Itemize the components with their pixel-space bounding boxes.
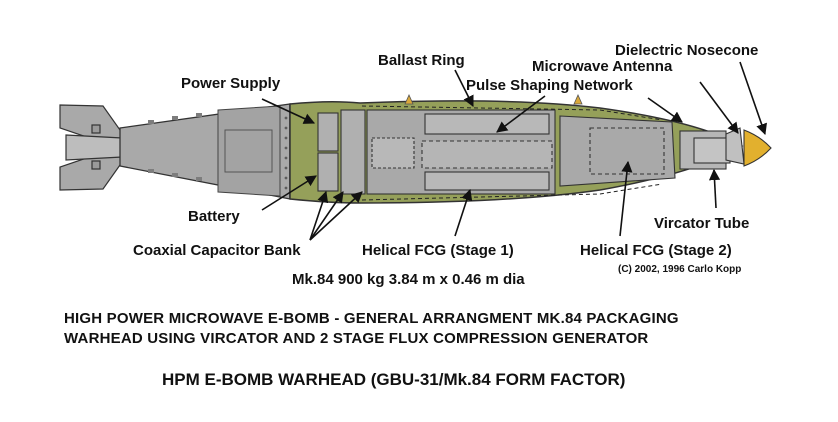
caption-line-1: HIGH POWER MICROWAVE E-BOMB - GENERAL AR… [64,310,679,327]
label-coaxial-capacitor-bank: Coaxial Capacitor Bank [133,242,301,259]
label-helical-fcg-stage2: Helical FCG (Stage 2) [580,242,732,259]
ballast-ring-outline [361,105,663,121]
battery-block [317,152,339,192]
tail-cone [119,103,291,200]
power-supply-block [317,112,339,152]
caption-line-2: WARHEAD USING VIRCATOR AND 2 STAGE FLUX … [64,330,649,347]
leader-arrows [261,61,767,241]
copyright-text: (C) 2002, 1996 Carlo Kopp [618,264,742,275]
microwave-antenna-block [725,127,745,165]
label-ballast-ring: Ballast Ring [378,52,465,69]
label-power-supply: Power Supply [181,75,281,92]
diagram-title: HPM E-BOMB WARHEAD (GBU-31/Mk.84 FORM FA… [162,370,626,389]
label-pulse-shaping-network: Pulse Shaping Network [466,77,633,94]
spec-text: Mk.84 900 kg 3.84 m x 0.46 m dia [292,271,525,288]
tail-fins [59,104,124,191]
fcg-stage2-block [559,115,676,187]
label-vircator-tube: Vircator Tube [654,215,750,232]
label-battery: Battery [188,208,240,225]
nosecone-shape [743,129,772,167]
label-microwave-antenna: Microwave Antenna [532,58,673,75]
label-helical-fcg-stage1: Helical FCG (Stage 1) [362,242,514,259]
internal-components [317,109,772,195]
pulse-shaping-network-block [424,113,550,135]
capacitor-bank-block [340,109,366,195]
label-dielectric-nosecone: Dielectric Nosecone [615,42,759,59]
